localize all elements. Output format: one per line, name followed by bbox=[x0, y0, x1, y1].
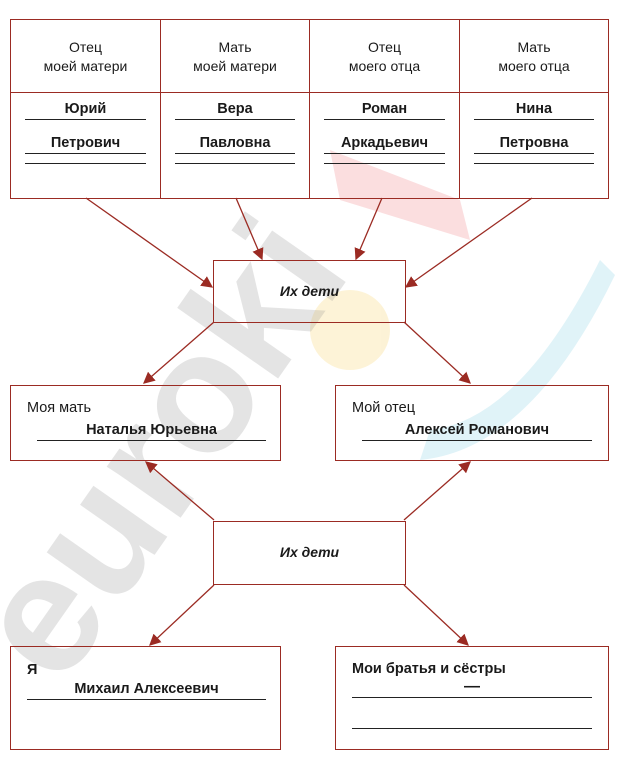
grandparent-4-first-name: Нина bbox=[474, 99, 594, 120]
me-label: Я bbox=[27, 662, 38, 678]
grandparent-1-third-line bbox=[25, 163, 146, 164]
mother-label: Моя мать bbox=[27, 400, 92, 416]
arrow-from-mother bbox=[145, 461, 215, 521]
arrow-to-siblings bbox=[403, 584, 469, 646]
grandparent-2-first-name: Вера bbox=[175, 99, 295, 120]
grandparent-cell-3: Отец моего отца Роман Аркадьевич bbox=[310, 20, 460, 198]
arrow-from-father bbox=[403, 461, 471, 521]
arrow-gp3 bbox=[354, 197, 383, 261]
grandparent-2-header: Мать моей матери bbox=[193, 39, 277, 74]
grandparent-2-patronymic: Павловна bbox=[175, 133, 295, 154]
arrow-to-mother bbox=[143, 321, 215, 384]
siblings-box: Мои братья и сёстры — bbox=[335, 646, 609, 750]
mother-box: Моя мать Наталья Юрьевна bbox=[10, 385, 281, 461]
grandparent-cell-4: Мать моего отца Нина Петровна bbox=[460, 20, 608, 198]
grandparent-1-first-name: Юрий bbox=[25, 99, 146, 120]
me-box: Я Михаил Алексеевич bbox=[10, 646, 281, 750]
me-name: Михаил Алексеевич bbox=[27, 679, 266, 700]
grandparent-3-header: Отец моего отца bbox=[348, 39, 421, 74]
arrow-gp2 bbox=[235, 197, 264, 261]
grandparent-cell-1: Отец моей матери Юрий Петрович bbox=[11, 20, 161, 198]
grandparent-1-header: Отец моей матери bbox=[43, 39, 128, 74]
siblings-label: Мои братья и сёстры bbox=[352, 661, 506, 677]
children-label-top: Их дети bbox=[279, 283, 340, 299]
siblings-value: — bbox=[352, 677, 592, 698]
grandparent-1-patronymic: Петрович bbox=[25, 133, 146, 154]
grandparent-3-first-name: Роман bbox=[324, 99, 445, 120]
siblings-blank-line bbox=[352, 728, 592, 729]
grandparent-3-patronymic: Аркадьевич bbox=[324, 133, 445, 154]
arrow-to-father bbox=[403, 321, 471, 384]
father-box: Мой отец Алексей Романович bbox=[335, 385, 609, 461]
arrow-gp1 bbox=[85, 197, 214, 288]
grandparent-4-patronymic: Петровна bbox=[474, 133, 594, 154]
arrow-to-me bbox=[149, 584, 215, 646]
grandparents-table: Отец моей матери Юрий Петрович Мать моей… bbox=[10, 19, 609, 199]
grandparent-4-third-line bbox=[474, 163, 594, 164]
children-label-bottom: Их дети bbox=[279, 544, 340, 560]
grandparent-4-header: Мать моего отца bbox=[498, 39, 570, 74]
mother-name: Наталья Юрьевна bbox=[37, 420, 266, 441]
grandparent-2-third-line bbox=[175, 163, 295, 164]
children-box-bottom: Их дети bbox=[213, 521, 406, 585]
grandparent-cell-2: Мать моей матери Вера Павловна bbox=[161, 20, 310, 198]
grandparent-3-third-line bbox=[324, 163, 445, 164]
father-name: Алексей Романович bbox=[362, 420, 592, 441]
father-label: Мой отец bbox=[352, 400, 416, 416]
arrow-gp4 bbox=[404, 197, 533, 288]
children-box-top: Их дети bbox=[213, 260, 406, 323]
